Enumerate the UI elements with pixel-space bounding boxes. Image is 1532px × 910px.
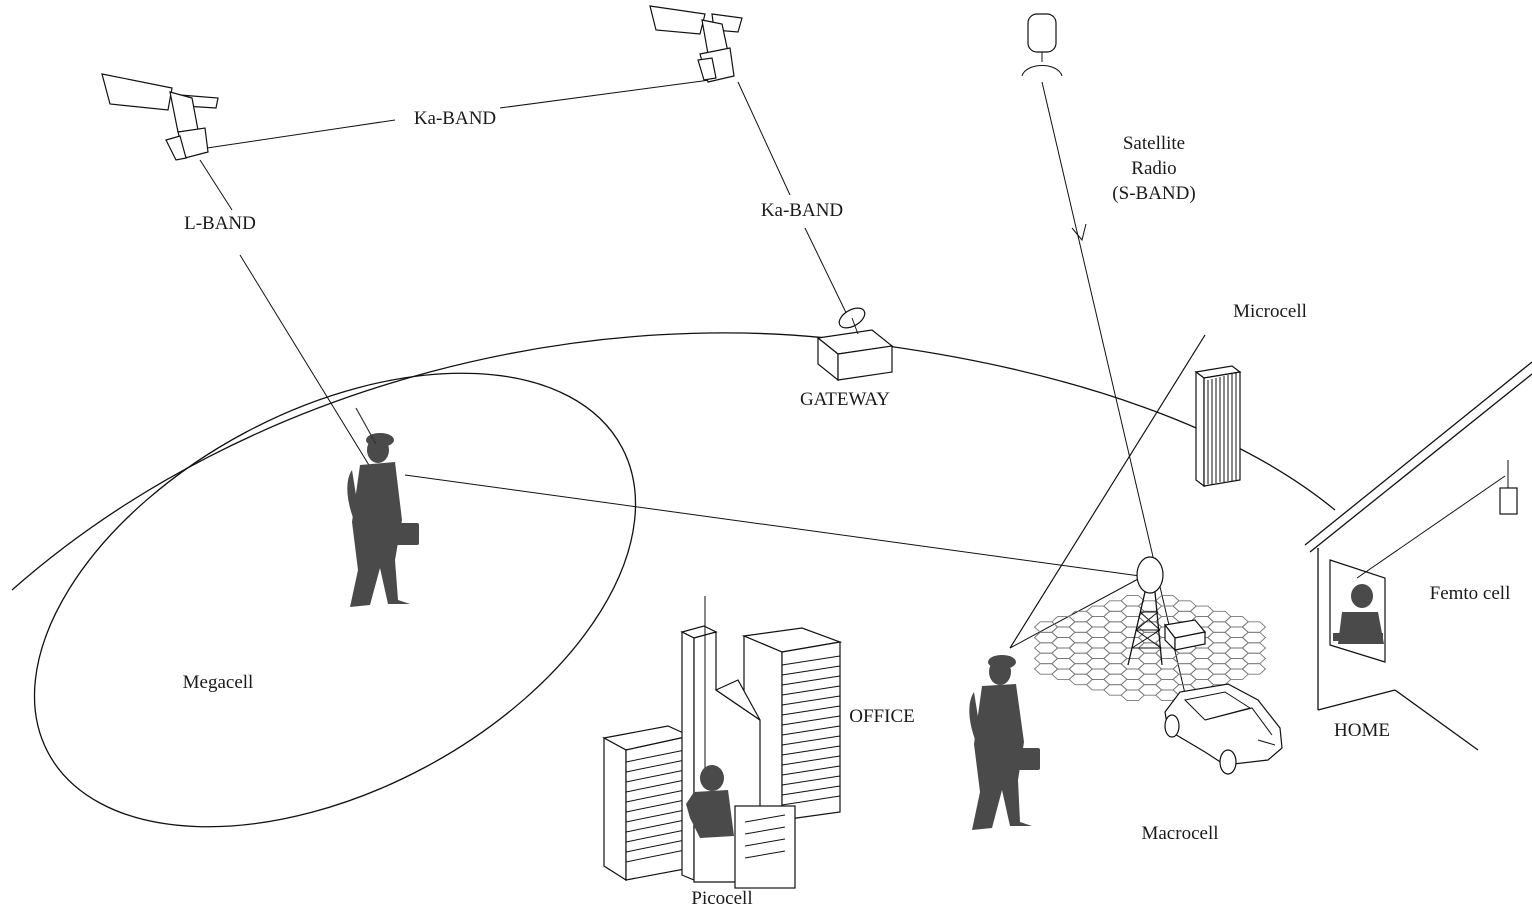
- macrocell-tower-icon: [1127, 556, 1207, 666]
- home-wall-icon: [1304, 361, 1532, 751]
- window-line: [625, 828, 691, 843]
- satellite-ka-band-icon: [649, 5, 743, 83]
- satellite-radio-label-line1: Satellite: [1123, 133, 1185, 154]
- megacell-ellipse: [33, 372, 637, 828]
- femto-cell-label: Femto cell: [1430, 583, 1511, 604]
- macrocell-label: Macrocell: [1141, 823, 1218, 844]
- window-line: [781, 775, 841, 786]
- satellite-radio-label-line2: Radio: [1131, 158, 1176, 179]
- window-line: [625, 818, 691, 833]
- window-line: [781, 785, 841, 796]
- microcell-tower-line: [1009, 577, 1141, 649]
- ka-band-intersatellite-link-2: [499, 79, 711, 109]
- window-line: [625, 768, 691, 783]
- window-line: [781, 665, 841, 676]
- l-band-link: [239, 254, 373, 471]
- window-line: [625, 808, 691, 823]
- window-line: [625, 798, 691, 813]
- ka-band-gateway-link-top: [737, 81, 791, 196]
- satellite-radio-label-line3: (S-BAND): [1112, 183, 1195, 204]
- hex-cell: [1241, 663, 1267, 675]
- satellite-radio-link: [1041, 81, 1191, 716]
- person-megacell-icon: [347, 407, 419, 607]
- microcell-label: Microcell: [1233, 301, 1307, 322]
- window-line: [625, 758, 691, 773]
- hex-cell: [1241, 631, 1267, 644]
- window-line: [781, 685, 841, 696]
- ka-band-gateway-link: [804, 227, 853, 326]
- window-line: [781, 675, 841, 686]
- window-line: [781, 725, 841, 736]
- window-line: [781, 735, 841, 746]
- window-line: [625, 838, 691, 853]
- hex-cell: [1241, 642, 1267, 654]
- hex-cell: [1241, 621, 1267, 633]
- satellite-l-band-icon: [101, 73, 219, 161]
- window-line: [781, 755, 841, 766]
- window-line: [625, 778, 691, 793]
- window-line: [781, 715, 841, 726]
- window-line: [625, 848, 691, 863]
- person-macrocell-icon: [969, 655, 1040, 830]
- home-label: HOME: [1334, 720, 1390, 741]
- macrocell-hex-grid: [1033, 595, 1267, 701]
- l-band-link-top: [199, 159, 233, 211]
- window-line: [781, 705, 841, 716]
- window-line: [781, 765, 841, 776]
- gateway-label: GATEWAY: [800, 389, 890, 410]
- window-line: [781, 745, 841, 756]
- office-label: OFFICE: [849, 706, 914, 727]
- window-line: [625, 788, 691, 803]
- ka-band-label-1: Ka-BAND: [414, 108, 496, 129]
- l-band-label: L-BAND: [184, 213, 256, 234]
- window-line: [781, 655, 841, 666]
- hex-cell: [1241, 652, 1267, 665]
- window-line: [625, 748, 691, 763]
- picocell-label: Picocell: [691, 888, 752, 909]
- window-line: [781, 695, 841, 706]
- microcell-link-2: [1009, 334, 1206, 649]
- megacell-to-macrocell-link: [404, 474, 1141, 577]
- person-picocell-icon: [686, 765, 734, 838]
- hex-cell: [1207, 673, 1232, 686]
- microcell-building-icon: [1194, 365, 1242, 488]
- window-line: [781, 795, 841, 806]
- ka-band-label-2: Ka-BAND: [761, 200, 843, 221]
- megacell-label: Megacell: [183, 672, 254, 693]
- satellite-radio-icon: [1021, 13, 1063, 77]
- outer-coverage-arc: [11, 332, 1336, 591]
- person-femtocell-icon: [1338, 584, 1384, 644]
- satellite-radio-arrow: [1071, 223, 1087, 242]
- car-icon: [1164, 683, 1283, 775]
- gateway-station-icon: [816, 307, 894, 382]
- office-buildings-icon: [602, 596, 843, 889]
- ka-band-intersatellite-link: [179, 119, 396, 153]
